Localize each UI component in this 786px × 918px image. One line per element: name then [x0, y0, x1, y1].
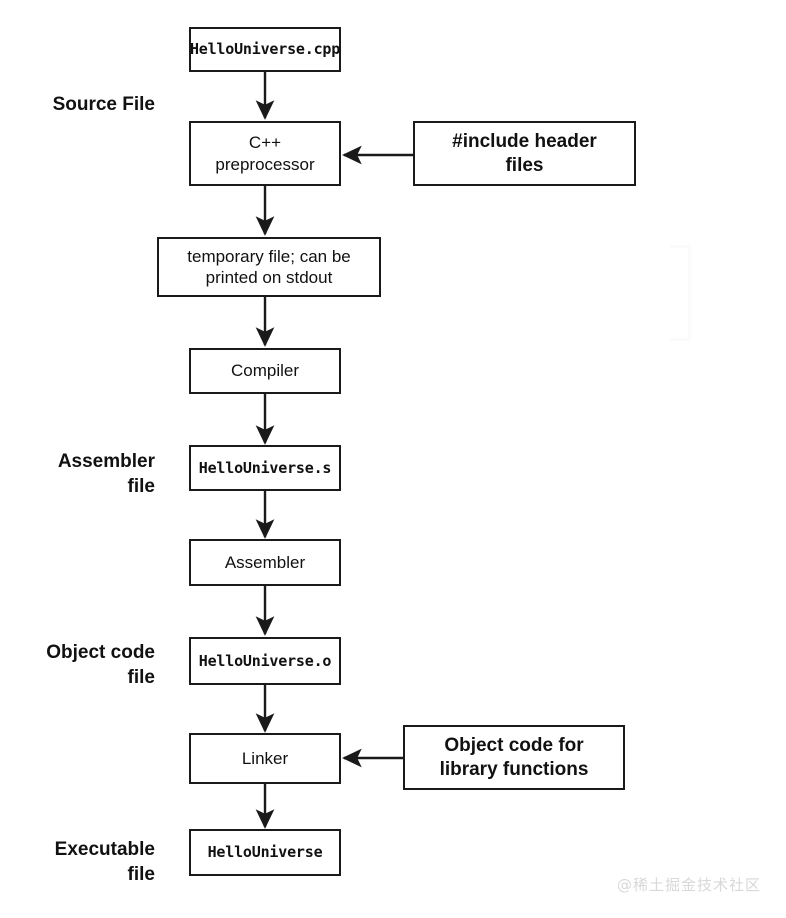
node-compiler[interactable]: Compiler — [189, 348, 341, 394]
node-assembler-file[interactable]: HelloUniverse.s — [189, 445, 341, 491]
label-assembler-file: Assembler file — [57, 451, 155, 497]
node-object-code-file[interactable]: HelloUniverse.o — [189, 637, 341, 685]
node-include-header-files[interactable]: #include header files — [413, 121, 636, 186]
label-object-code-file: Object code file — [46, 642, 155, 688]
node-temporary-file[interactable]: temporary file; can be printed on stdout — [157, 237, 381, 297]
label-source-file: Source File — [52, 94, 155, 115]
decorative-bracket-artifact — [670, 245, 691, 341]
node-linker[interactable]: Linker — [189, 733, 341, 784]
node-assembler[interactable]: Assembler — [189, 539, 341, 586]
node-preprocessor[interactable]: C++ preprocessor — [189, 121, 341, 186]
label-executable-file: Executable file — [54, 839, 155, 885]
watermark-text: @稀土掘金技术社区 — [617, 876, 762, 894]
node-source-file[interactable]: HelloUniverse.cpp — [189, 27, 341, 72]
node-executable-file[interactable]: HelloUniverse — [189, 829, 341, 876]
node-library-object-code[interactable]: Object code for library functions — [403, 725, 625, 790]
